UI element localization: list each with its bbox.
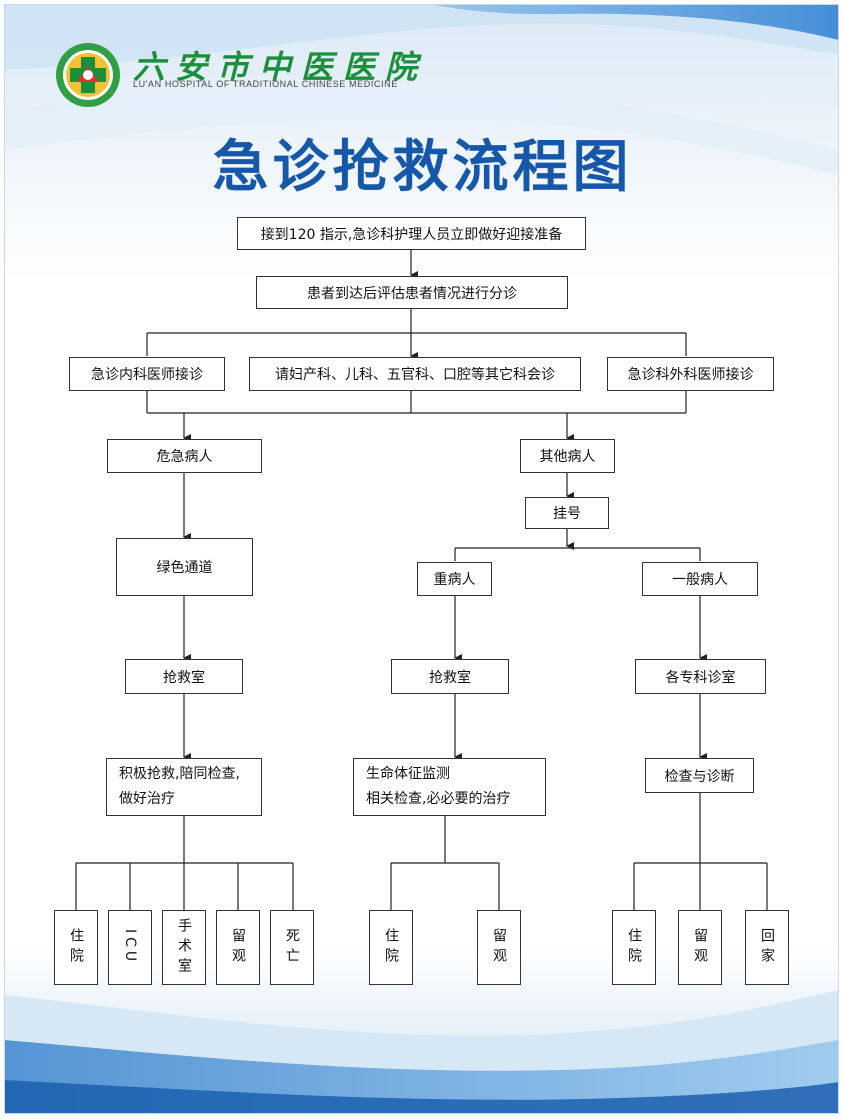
node-general-patient: 一般病人 xyxy=(642,562,758,596)
page-title: 急诊抢救流程图 xyxy=(212,135,633,200)
outcome-mid-hospitalize: 住院 xyxy=(369,910,413,985)
outcome-label: 死亡 xyxy=(284,927,300,968)
hospital-name-en: LU'AN HOSPITAL OF TRADITIONAL CHINESE ME… xyxy=(133,79,398,89)
vital-line1: 生命体征监测 xyxy=(366,766,450,782)
outcome-left-death: 死亡 xyxy=(270,910,314,985)
step-triage: 患者到达后评估患者情况进行分诊 xyxy=(256,276,568,309)
node-rescue-room-left: 抢救室 xyxy=(125,659,243,694)
outcome-left-icu: ICU xyxy=(108,910,152,985)
border-frame xyxy=(4,4,839,1114)
node-other-patient: 其他病人 xyxy=(520,439,615,473)
node-green-channel: 绿色通道 xyxy=(116,538,253,596)
node-exam-diagnosis: 检查与诊断 xyxy=(645,758,754,793)
active-rescue-line1: 积极抢救,陪同检查, xyxy=(119,766,240,782)
outcome-left-observe: 留观 xyxy=(216,910,260,985)
outcome-mid-observe: 留观 xyxy=(477,910,521,985)
hospital-logo-icon xyxy=(56,43,120,107)
node-rescue-room-mid: 抢救室 xyxy=(391,659,509,694)
node-surgery: 急诊科外科医师接诊 xyxy=(607,357,774,391)
outcome-label: 住院 xyxy=(626,927,642,968)
node-internal-medicine: 急诊内科医师接诊 xyxy=(69,357,225,391)
active-rescue-line2: 做好治疗 xyxy=(119,791,175,807)
outcome-label: 住院 xyxy=(383,927,399,968)
node-vital-monitoring: 生命体征监测 相关检查,必必要的治疗 xyxy=(353,758,546,816)
node-critical-patient: 危急病人 xyxy=(107,439,262,473)
outcome-right-observe: 留观 xyxy=(678,910,722,985)
outcome-label: 留观 xyxy=(491,927,507,968)
outcome-label: 留观 xyxy=(692,927,708,968)
node-specialist-clinic: 各专科诊室 xyxy=(635,659,766,694)
outcome-label: 留观 xyxy=(230,927,246,968)
vital-line2: 相关检查,必必要的治疗 xyxy=(366,791,511,807)
outcome-left-hospitalize: 住院 xyxy=(54,910,98,985)
outcome-right-go-home: 回家 xyxy=(745,910,789,985)
node-severe-patient: 重病人 xyxy=(417,562,492,596)
outcome-label: 手术室 xyxy=(176,917,192,978)
outcome-label: 回家 xyxy=(759,927,775,968)
node-active-rescue: 积极抢救,陪同检查, 做好治疗 xyxy=(106,758,262,816)
hospital-name: 六安市中医医院 xyxy=(133,48,428,86)
outcome-label: ICU xyxy=(122,929,138,966)
step-receive-120: 接到120 指示,急诊科护理人员立即做好迎接准备 xyxy=(237,217,586,250)
outcome-label: 住院 xyxy=(68,927,84,968)
outcome-right-hospitalize: 住院 xyxy=(612,910,656,985)
node-consultation: 请妇产科、儿科、五官科、口腔等其它科会诊 xyxy=(249,357,581,391)
outcome-left-surgery-room: 手术室 xyxy=(162,910,206,985)
node-register: 挂号 xyxy=(525,497,609,529)
